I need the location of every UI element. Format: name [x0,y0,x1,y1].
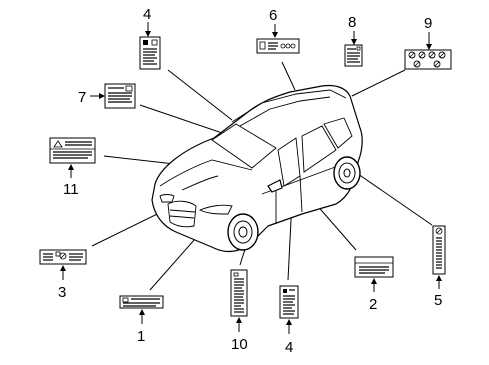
vehicle-suv [151,84,363,253]
label-7 [90,83,136,109]
label-9 [404,32,452,70]
callout-7: 7 [78,89,86,106]
label-6 [256,24,300,54]
callout-3: 3 [58,284,66,301]
label-4-bottom [279,285,299,334]
callout-11: 11 [63,181,79,198]
callout-1: 1 [137,328,145,345]
callout-8: 8 [348,14,356,31]
label-2 [354,256,394,292]
callout-10: 10 [231,336,248,353]
callout-2: 2 [369,296,377,313]
label-4-top [139,22,161,70]
callout-4-top: 4 [143,6,151,23]
label-5 [432,225,446,289]
label-1 [119,295,164,324]
callout-9: 9 [424,15,432,32]
rear-wheel [333,156,361,190]
label-11 [49,137,96,178]
callout-4-bottom: 4 [285,339,293,356]
label-8 [344,31,363,67]
callout-6: 6 [269,7,277,24]
front-wheel [227,213,259,251]
label-10 [230,269,248,332]
label-3 [39,249,87,280]
callout-5: 5 [434,292,442,309]
